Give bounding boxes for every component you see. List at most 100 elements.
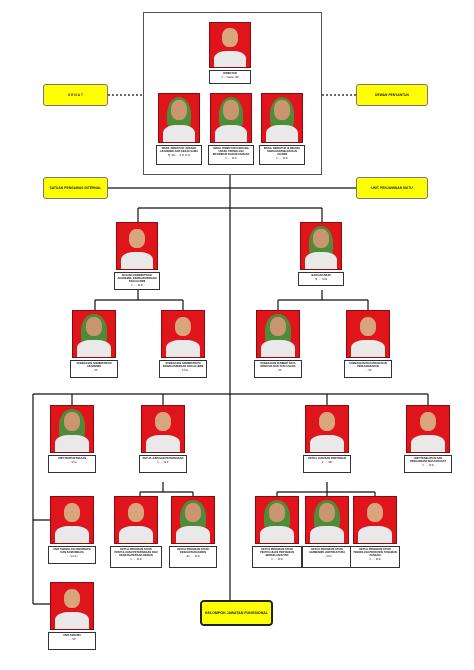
- face-shape: [318, 502, 336, 522]
- subbag_kemahasiswaan-caption: SUBBAGIAN ADMINISTRASI KEMAHASISWAAN DAN…: [159, 360, 207, 378]
- shirt-shape: [310, 435, 344, 452]
- subbag_keuangan-photo: [346, 310, 390, 358]
- unit_asrama-caption: UNIT ASRAMA... , SP: [48, 632, 96, 650]
- node-person-name: ... , SP: [364, 369, 372, 372]
- shirt-shape: [310, 526, 344, 543]
- face-shape: [154, 411, 172, 431]
- satuan-pengawas-label: SATUAN PENGAWAS INTERNAL: [49, 186, 102, 190]
- unit_penelitian-caption: UNIT PENELITIAN DAN PENGABDIAN MASYARAKA…: [404, 455, 452, 473]
- node-person-name: Ir. ... , MP: [321, 461, 333, 464]
- shirt-shape: [77, 340, 111, 357]
- wadir2-caption: WAKIL DIREKTUR II BIDANG UMUM, TEKNOLOGI…: [208, 145, 254, 165]
- wadir3-photo: [261, 93, 303, 143]
- upt_perpustakaan-caption: UNIT PERPUSTAKAAN... , M.Si: [48, 455, 96, 473]
- node-title: KETUA PROGRAM STUDI PENYULUHAN PERTANIAN…: [260, 548, 294, 557]
- node-title: WAKIL DIREKTUR I BIDANG AKADEMIK DAN KER…: [159, 147, 199, 153]
- node-title: KETUA PROGRAM STUDI KESEHATAN HEWAN: [177, 548, 209, 554]
- face-shape: [274, 99, 290, 120]
- node-title: KETUA PROGRAM STUDI TEKNOLOGI PRODUKSI T…: [353, 548, 397, 557]
- node-person-name: Ir. ... , M.Si: [130, 558, 142, 561]
- node-title: BAGIAN UMUM: [311, 274, 331, 277]
- node-title: SUBBAGIAN SUMBER DAYA MANUSIA DAN TATA U…: [260, 362, 296, 368]
- face-shape: [419, 411, 437, 431]
- kelompok-jabatan-box: KELOMPOK JABATAN FUNGSIONAL: [200, 600, 273, 626]
- node-person-name: Ir. ... , M.Si: [271, 558, 283, 561]
- dewan-penyantun-box: DEWAN PENYANTUN: [356, 84, 428, 106]
- unit-penjaminan-label: UNIT PENJAMINAN MUTU: [371, 186, 413, 190]
- unit-penjaminan-box: UNIT PENJAMINAN MUTU: [356, 177, 428, 199]
- wadir2-photo: [210, 93, 252, 143]
- face-shape: [318, 411, 336, 431]
- node-title: UNIT TEKNOLOGI INFORMASI DAN KOMUNIKASI: [53, 548, 91, 554]
- kps_agribisnis-photo: [305, 496, 349, 544]
- shirt-shape: [351, 340, 385, 357]
- shirt-shape: [215, 124, 247, 142]
- shirt-shape: [261, 340, 295, 357]
- kps_penyuluhan_peternakan-caption: KETUA PROGRAM STUDI PENYULUHAN PETERNAKA…: [110, 546, 162, 568]
- face-shape: [171, 99, 187, 120]
- subbag_keuangan-caption: SUBBAGIAN KEUANGAN DAN PERLENGKAPAN... ,…: [344, 360, 392, 378]
- kps_penyuluhan_pertanian-photo: [255, 496, 299, 544]
- upt_perpustakaan-photo: [50, 405, 94, 453]
- face-shape: [85, 316, 103, 336]
- kps_agribisnis-caption: KETUA PROGRAM STUDI AGRIBISNIS HORTIKULT…: [302, 546, 352, 568]
- shirt-shape: [119, 526, 153, 543]
- wadir1-photo: [158, 93, 200, 143]
- face-shape: [359, 316, 377, 336]
- node-title: KETUA PROGRAM STUDI PENYULUHAN PETERNAKA…: [114, 548, 158, 557]
- kps_penyuluhan_peternakan-photo: [114, 496, 158, 544]
- node-title: UNIT PENELITIAN DAN PENGABDIAN MASYARAKA…: [409, 457, 447, 463]
- node-title: SUBBAGIAN KEUANGAN DAN PERLENGKAPAN: [349, 362, 387, 368]
- shirt-shape: [166, 340, 200, 357]
- face-shape: [268, 502, 286, 522]
- node-person-name: ... , SP: [68, 638, 76, 641]
- shirt-shape: [411, 435, 445, 452]
- subbag_sdm-photo: [256, 310, 300, 358]
- shirt-shape: [176, 526, 210, 543]
- shirt-shape: [121, 252, 153, 269]
- node-person-name: Ir. ... Irawan, MP: [221, 76, 239, 79]
- shirt-shape: [260, 526, 294, 543]
- kelompok-jabatan-label: KELOMPOK JABATAN FUNGSIONAL: [204, 611, 269, 615]
- kabag_akademik-caption: BAGIAN ADMINISTRASI AKADEMIK, KEMAHASISW…: [114, 272, 160, 290]
- node-title: DIREKTUR: [223, 72, 237, 75]
- subbag_sdm-caption: SUBBAGIAN SUMBER DAYA MANUSIA DAN TATA U…: [254, 360, 302, 378]
- node-person-name: Hj. Siti ... , S.Pt, M.Si: [167, 154, 191, 157]
- unit_penelitian-photo: [406, 405, 450, 453]
- shirt-shape: [163, 124, 195, 142]
- node-person-name: Ir. ... , M.Si: [369, 558, 381, 561]
- node-person-name: Ir. ... , M.Si: [276, 157, 288, 160]
- node-person-name: ... , SP: [274, 369, 282, 372]
- kps_teknologi_hortikultura-photo: [353, 496, 397, 544]
- face-shape: [63, 502, 81, 522]
- face-shape: [127, 502, 145, 522]
- node-person-name: Ir. ... , M.Si: [131, 284, 143, 287]
- node-title: SUBBAGIAN ADMINISTRASI AKADEMIK: [76, 362, 112, 368]
- satuan-pengawas-box: SATUAN PENGAWAS INTERNAL: [43, 177, 108, 199]
- node-person-name: Ir. ... , M.Si: [225, 157, 237, 160]
- direktur-photo: [209, 22, 251, 68]
- dewan-penyantun-label: DEWAN PENYANTUN: [375, 93, 409, 97]
- face-shape: [222, 28, 238, 47]
- node-person-name: ... , S.Sos: [177, 369, 189, 372]
- kabag_akademik-photo: [116, 222, 158, 270]
- kps_penyuluhan_pertanian-caption: KETUA PROGRAM STUDI PENYULUHAN PERTANIAN…: [252, 546, 302, 568]
- node-title: KETUA JURUSAN PETERNAKAN: [142, 457, 184, 460]
- unit_ti-caption: UNIT TEKNOLOGI INFORMASI DAN KOMUNIKASI.…: [48, 546, 96, 564]
- ketua_jurusan_pertanian-photo: [305, 405, 349, 453]
- node-title: KETUA PROGRAM STUDI AGRIBISNIS HORTIKULT…: [308, 548, 346, 554]
- node-person-name: ... , S.Kom: [66, 555, 78, 558]
- node-title: UNIT ASRAMA: [62, 634, 82, 637]
- wadir1-caption: WAKIL DIREKTUR I BIDANG AKADEMIK DAN KER…: [156, 145, 202, 165]
- unit_asrama-photo: [50, 582, 94, 630]
- node-person-name: Hj. ... , M.Si: [314, 278, 328, 281]
- senat-label: S E N A T: [67, 93, 83, 97]
- senat-box: S E N A T: [43, 84, 108, 106]
- subbag_akademik-caption: SUBBAGIAN ADMINISTRASI AKADEMIK... , SP: [70, 360, 118, 378]
- shirt-shape: [358, 526, 392, 543]
